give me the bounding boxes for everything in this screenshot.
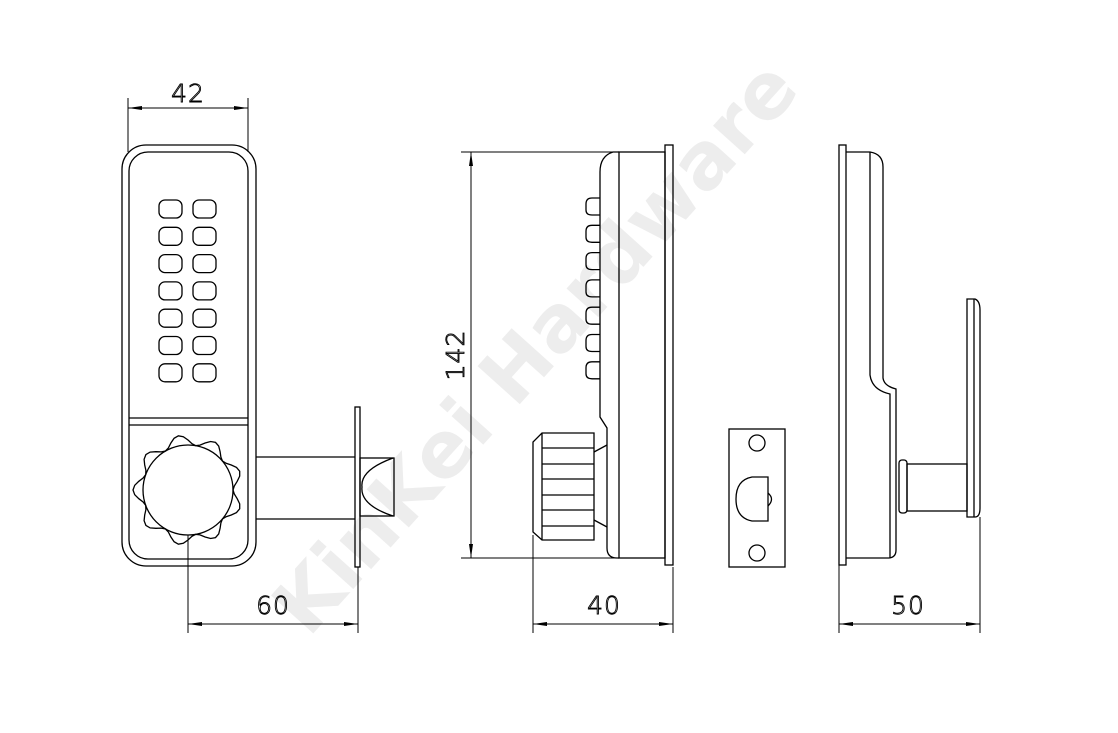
keypad-button (192, 308, 217, 328)
side-profile (599, 151, 619, 559)
dimension-label-142: 142 (441, 330, 470, 381)
front-view: 42 60 (121, 79, 395, 633)
front-inner-panel (128, 151, 249, 560)
front-outer-body (121, 144, 257, 567)
dimension-label-42: 42 (171, 79, 205, 108)
strike-plate-body (728, 428, 786, 568)
side-view: 142 40 (441, 144, 674, 633)
inside-view: 50 (838, 144, 981, 633)
keypad-button (158, 226, 183, 246)
side-keypad-button (585, 251, 600, 271)
inside-body-outline (846, 151, 897, 559)
keypad-button (192, 281, 217, 301)
side-keypad-button (585, 197, 600, 216)
latch-bolt (359, 457, 395, 517)
keypad-button (192, 199, 217, 219)
dimension-label-40: 40 (587, 591, 621, 620)
dimension-label-50: 50 (891, 591, 925, 620)
keypad-button (192, 363, 217, 383)
strike-plate (728, 428, 786, 568)
keypad-button (192, 226, 217, 246)
handle-lever (966, 298, 981, 518)
side-keypad-button (585, 333, 600, 353)
keypad-button (192, 335, 217, 356)
screw-hole (748, 434, 766, 452)
latch-opening-notch (767, 492, 773, 507)
handle-collar (898, 459, 908, 514)
watermark: KinKei Hardware (256, 44, 816, 652)
dimension-label-60: 60 (256, 591, 290, 620)
keypad-button (158, 199, 183, 219)
inside-body-inner-line (869, 152, 891, 558)
screw-hole (748, 544, 766, 562)
keypad-button (158, 363, 183, 383)
side-keypad-buttons (585, 197, 600, 380)
side-keypad-button (585, 306, 600, 325)
side-mounting-plate (664, 144, 674, 566)
latch-opening (735, 476, 769, 522)
keypad-button (158, 308, 183, 328)
latch-bolt-curve (361, 457, 394, 517)
knob-face (142, 444, 234, 536)
keypad-button (192, 253, 217, 274)
side-keypad-button (585, 224, 600, 243)
keypad-button (158, 253, 183, 274)
knob-grip-outline (132, 435, 241, 545)
knob-knurling (542, 447, 594, 527)
side-keypad-button (585, 361, 600, 380)
keypad-buttons (158, 199, 217, 383)
inside-mounting-plate (838, 144, 847, 566)
keypad-button (158, 281, 183, 301)
handle-shaft (906, 463, 968, 512)
side-keypad-button (585, 279, 600, 298)
keypad-button (158, 335, 183, 356)
